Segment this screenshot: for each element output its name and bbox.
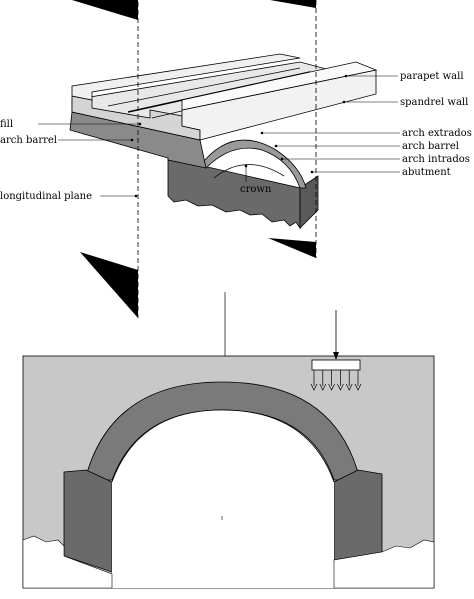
label-arch-barrel-left: arch barrel (0, 135, 57, 146)
leader-dot-fill (138, 122, 142, 126)
left-abutment (63, 469, 113, 573)
arch-extrados-face (199, 139, 307, 189)
abutment-body (167, 157, 301, 230)
label-parapet-wall: parapet wall (400, 71, 464, 82)
load-plate (311, 359, 361, 371)
arch-opening (112, 410, 334, 588)
label-longitudinal-plane: longitudinal plane (0, 191, 92, 202)
arch-intrados-curve (213, 164, 285, 179)
label-arch-intrados: arch intrados (402, 154, 470, 165)
distributed-load (310, 310, 362, 391)
section-view (22, 355, 435, 589)
leader-dot-barrel-right (274, 144, 278, 148)
plane-corner-top-left (72, 0, 138, 20)
leader-dot-crown (244, 164, 248, 168)
load-arrow-head (337, 383, 344, 391)
longitudinal-plane (72, 0, 317, 318)
label-fill: fill (0, 119, 13, 130)
label-spandrel-wall: spandrel wall (400, 97, 468, 108)
bridge-3d-view (69, 53, 378, 230)
label-abutment: abutment (402, 167, 451, 178)
top-annotations: parapet wall spandrel wall arch extrados… (0, 71, 472, 202)
label-crown: crown (240, 184, 272, 195)
label-arch-extrados: arch extrados (402, 128, 472, 139)
plane-corner-bottom-left (80, 252, 138, 318)
label-arch-barrel-right: arch barrel (402, 141, 459, 152)
load-arrow-head (345, 383, 353, 391)
load-arrowhead (333, 352, 339, 360)
load-arrow-head (328, 383, 335, 391)
leader-dot-abutment (310, 170, 314, 174)
plane-corner-top-right (270, 0, 316, 8)
ground-left (22, 535, 113, 589)
leader-dot-parapet (344, 74, 348, 78)
ground-right (333, 539, 435, 589)
abutment-side (299, 175, 319, 229)
leader-dot-spandrel (342, 100, 346, 104)
plane-corner-bottom-right (268, 238, 316, 258)
leader-dot-longitudinal (134, 194, 138, 198)
leader-dot-barrel-left (130, 138, 134, 142)
leader-dot-intrados (280, 157, 284, 161)
load-arrow-head (319, 383, 327, 391)
load-arrow-head (354, 383, 362, 391)
arch-intrados-line (111, 409, 335, 483)
leader-dot-extrados (260, 131, 264, 135)
load-arrow-head (310, 383, 318, 391)
parapet-wall (181, 61, 378, 111)
right-abutment (333, 469, 383, 561)
parapet-left (71, 53, 301, 101)
road-stripe-1 (107, 67, 301, 107)
